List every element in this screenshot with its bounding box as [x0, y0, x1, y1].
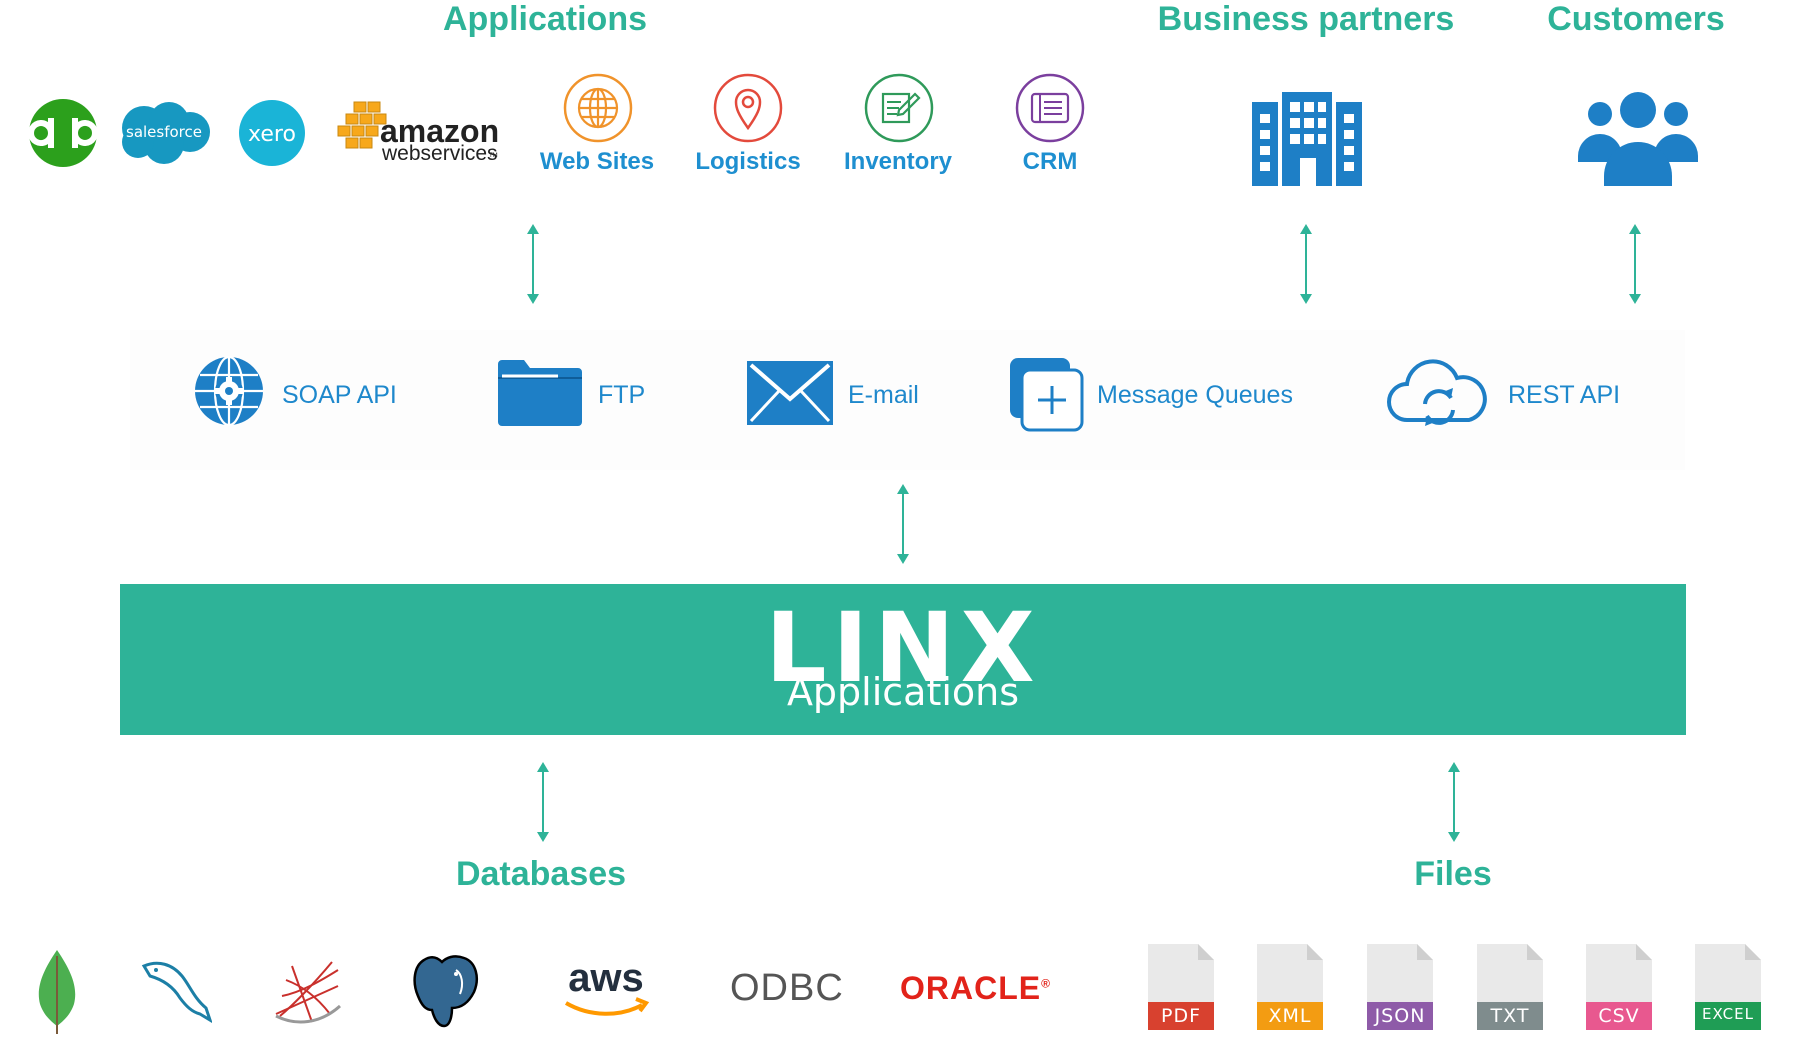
xero-logo: xero	[239, 100, 305, 166]
excel-file-label: EXCEL	[1702, 1005, 1754, 1023]
postgresql-elephant-icon	[413, 955, 478, 1028]
oracle-logo: ORACLE®	[900, 970, 1051, 1007]
building-icon	[1252, 92, 1362, 186]
message-queues-label: Message Queues	[1097, 381, 1293, 409]
customers-group-icon	[1578, 92, 1698, 186]
applications-heading: Applications	[442, 0, 648, 38]
txt-file-icon: TXT	[1477, 944, 1543, 1030]
amazon-web-services-logo: amazon webservices TM	[337, 101, 499, 165]
clipboard-edit-icon	[864, 73, 934, 143]
xero-logo-text: xero	[248, 122, 296, 147]
amazon-logo-text: amazon	[380, 113, 499, 149]
databases-heading: Databases	[455, 855, 627, 893]
pdf-file-label: PDF	[1160, 1005, 1202, 1027]
document-list-icon	[1015, 73, 1085, 143]
excel-file-icon: EXCEL	[1695, 944, 1761, 1030]
crm-label: CRM	[1022, 148, 1078, 175]
email-label: E-mail	[848, 381, 919, 409]
webservices-logo-text: webservices	[381, 142, 498, 165]
folder-icon	[498, 360, 582, 426]
ftp-label: FTP	[598, 381, 646, 409]
files-heading: Files	[1414, 855, 1492, 893]
json-file-label: JSON	[1374, 1005, 1426, 1027]
csv-file-icon: CSV	[1586, 944, 1652, 1030]
salesforce-logo-text: salesforce	[126, 123, 202, 141]
arrow-business-partners-protocols	[1300, 224, 1312, 304]
globe-icon	[563, 73, 633, 143]
json-file-icon: JSON	[1367, 944, 1433, 1030]
envelope-icon	[747, 361, 833, 425]
aws-logo-text: aws	[568, 956, 644, 1000]
linx-subtitle: Applications	[786, 670, 1020, 714]
location-pin-icon	[713, 73, 783, 143]
pdf-file-icon: PDF	[1148, 944, 1214, 1030]
linx-logo: LINX	[765, 592, 1041, 704]
message-queue-icon	[1010, 358, 1084, 432]
amazon-tm-mark: TM	[489, 153, 498, 159]
soap-api-label: SOAP API	[282, 381, 397, 409]
arrow-applications-protocols	[527, 224, 539, 304]
arrow-customers-protocols	[1629, 224, 1641, 304]
arrow-linx-files	[1448, 762, 1460, 842]
oracle-registered-mark: ®	[1041, 976, 1051, 991]
quickbooks-logo	[28, 99, 98, 167]
salesforce-logo: salesforce	[122, 102, 210, 164]
odbc-logo: ODBC	[730, 967, 844, 1009]
txt-file-label: TXT	[1490, 1005, 1530, 1027]
linx-applications-bar: LINX Applications	[120, 584, 1686, 735]
inventory-label: Inventory	[843, 148, 953, 175]
oracle-logo-text: ORACLE	[900, 970, 1042, 1006]
xml-file-label: XML	[1268, 1005, 1312, 1027]
logistics-label: Logistics	[695, 148, 801, 175]
mongodb-leaf-icon	[38, 950, 76, 1034]
business-partners-heading: Business partners	[1157, 0, 1455, 38]
web-sites-label: Web Sites	[539, 148, 655, 175]
arrow-linx-databases	[537, 762, 549, 842]
cloud-sync-icon	[1387, 359, 1487, 426]
customers-heading: Customers	[1547, 0, 1725, 38]
csv-file-label: CSV	[1598, 1005, 1640, 1027]
gear-globe-icon	[195, 355, 263, 427]
arrow-protocols-linx	[897, 484, 909, 564]
aws-logo: aws	[564, 956, 650, 1016]
rest-api-label: REST API	[1508, 381, 1621, 409]
sql-server-icon	[275, 961, 342, 1024]
xml-file-icon: XML	[1257, 944, 1323, 1030]
mysql-dolphin-icon	[141, 961, 212, 1023]
